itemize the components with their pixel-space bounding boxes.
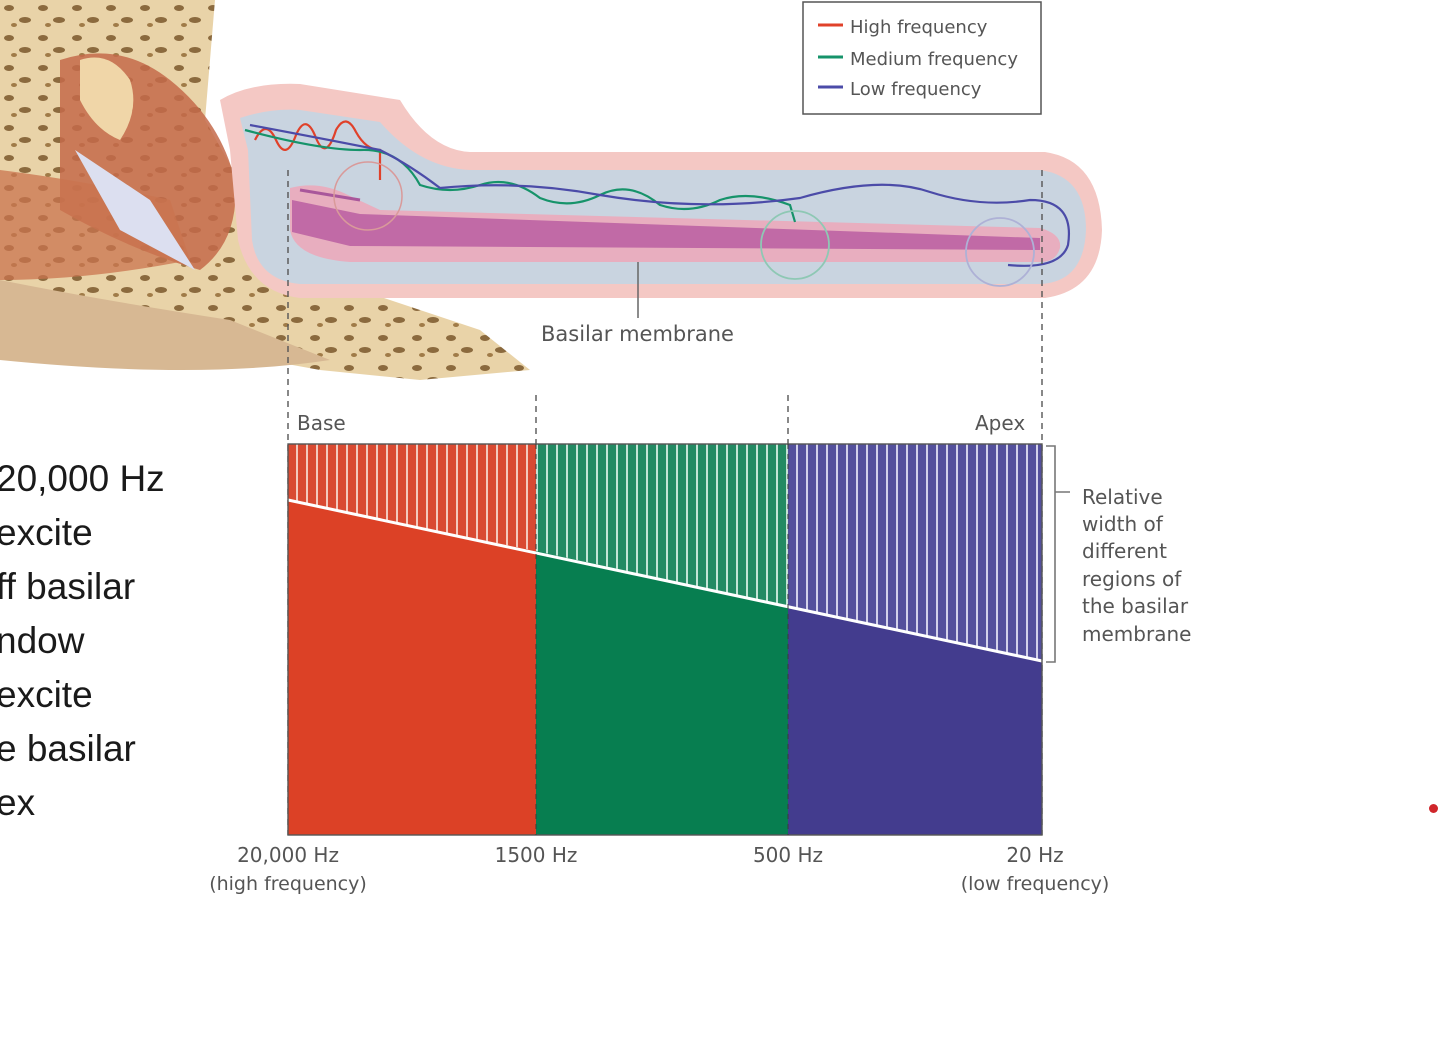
relative-width-bracket	[1046, 445, 1070, 663]
cropped-slide-text: 20,000 Hz excite ff basilar ndow excite …	[0, 452, 200, 830]
legend-label-low: Low frequency	[850, 79, 982, 100]
tick-label-20000: 20,000 Hz	[237, 843, 339, 867]
width-boundary-line	[287, 498, 1043, 663]
diagram-frame	[287, 443, 1043, 836]
region-medium	[536, 551, 788, 835]
side-text-line: ff basilar	[0, 566, 136, 607]
legend-label-high: High frequency	[850, 17, 988, 38]
side-text-line: ndow	[0, 620, 85, 661]
region-high	[288, 500, 536, 835]
tick-sublabel-20000: (high frequency)	[209, 873, 367, 895]
side-text-line: 20,000 Hz	[0, 458, 165, 499]
relative-width-label: Relative width of different regions of t…	[1082, 485, 1195, 646]
tick-label-500: 500 Hz	[753, 843, 823, 867]
side-text-line: excite	[0, 512, 93, 553]
basilar-membrane-label: Basilar membrane	[541, 322, 734, 346]
sound-wave-paths	[244, 120, 1071, 287]
tick-sublabel-20: (low frequency)	[961, 873, 1110, 895]
cochlea-tube	[220, 83, 1102, 298]
apex-label: Apex	[975, 411, 1025, 435]
side-text-line: e basilar	[0, 728, 136, 769]
legend-label-medium: Medium frequency	[850, 49, 1018, 70]
laser-pointer-dot	[1429, 804, 1438, 813]
tick-label-20: 20 Hz	[1006, 843, 1063, 867]
basilar-width-diagram	[287, 443, 1043, 836]
base-label: Base	[297, 411, 346, 435]
legend: High frequency Medium frequency Low freq…	[802, 1, 1042, 115]
region-low	[788, 606, 1042, 835]
ear-anatomy-illustration	[0, 0, 530, 380]
tick-label-1500: 1500 Hz	[495, 843, 578, 867]
low-frequency-wave	[249, 123, 1071, 267]
side-text-line: ex	[0, 782, 36, 823]
side-text-line: excite	[0, 674, 93, 715]
